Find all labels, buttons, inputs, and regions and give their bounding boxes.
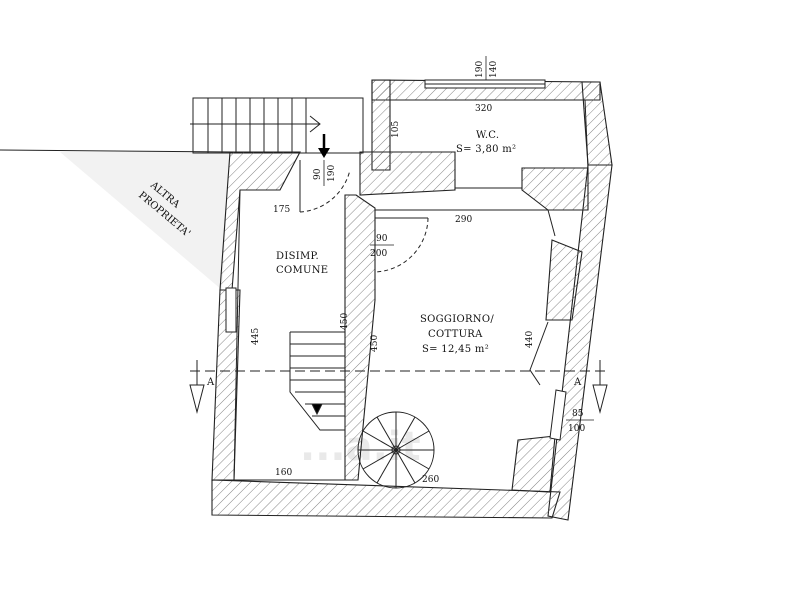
- dim-top-window-bottom: 140: [489, 61, 499, 78]
- spiral-stair: [357, 411, 435, 489]
- dim-door-entry-h: 190: [327, 165, 337, 182]
- dim-room-width-top: 290: [455, 215, 472, 225]
- dim-door-entry-w: 90: [313, 168, 323, 180]
- dim-top-window-top: 190: [475, 61, 485, 78]
- wc-window: [424, 79, 546, 89]
- dim-room-height-left: 450: [370, 335, 380, 352]
- section-line: [189, 360, 610, 414]
- interior-stairs: [289, 331, 346, 431]
- corridor-window: [225, 287, 237, 333]
- walls: [211, 79, 613, 521]
- dim-disimp-bottom: 160: [275, 468, 292, 478]
- dim-disimp-top: 175: [273, 205, 290, 215]
- wc-area: S= 3,80 m²: [456, 144, 516, 155]
- dim-stair-height: 450: [340, 313, 350, 330]
- dim-door-room-w: 90: [376, 234, 388, 244]
- dim-room-bottom: 260: [422, 475, 439, 485]
- exterior-stairs: [190, 97, 364, 154]
- section-label-left: A: [206, 377, 215, 388]
- dim-door-room-h: 200: [370, 249, 387, 259]
- disimp-name-line2: COMUNE: [276, 265, 328, 276]
- section-label-right: A: [573, 377, 582, 388]
- dim-room-height-right: 440: [525, 331, 535, 348]
- soggiorno-area: S= 12,45 m²: [422, 344, 489, 355]
- neighbor-area: [60, 152, 230, 290]
- disimp-name-line1: DISIMP.: [276, 251, 319, 262]
- dim-wc-width: 320: [475, 104, 492, 114]
- wc-name: W.C.: [476, 130, 499, 141]
- soggiorno-name-line1: SOGGIORNO/: [420, 314, 494, 325]
- room-window-right: [549, 389, 567, 441]
- dim-window-right-h: 100: [568, 424, 585, 434]
- soggiorno-name-line2: COTTURA: [428, 329, 483, 340]
- room-door[interactable]: [374, 217, 429, 273]
- dim-window-right-w: 85: [572, 409, 584, 419]
- entry-door[interactable]: [299, 160, 351, 213]
- dim-disimp-height: 445: [251, 328, 261, 345]
- dim-wc-height: 105: [391, 121, 401, 138]
- entry-arrow: [318, 134, 330, 158]
